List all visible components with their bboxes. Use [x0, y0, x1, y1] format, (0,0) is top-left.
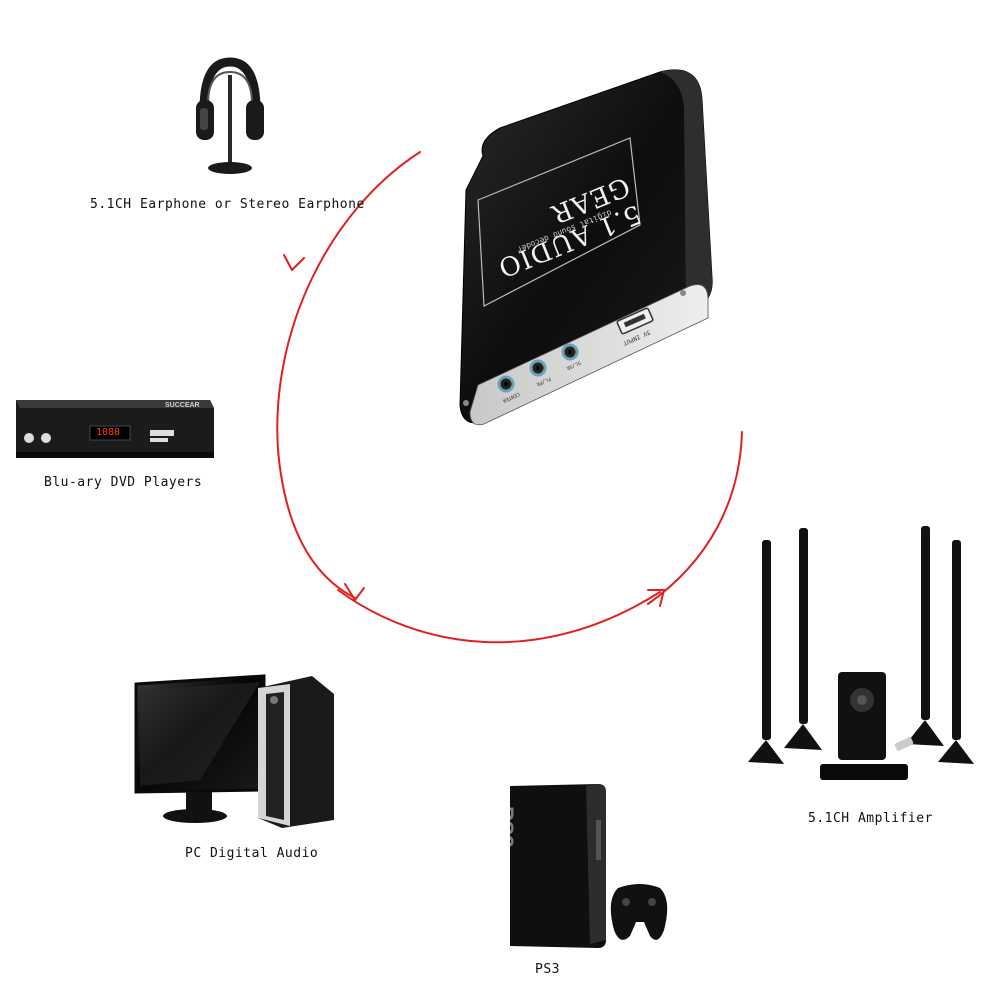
audio-gear-device — [459, 69, 713, 426]
audio-jacks — [497, 343, 579, 393]
flow-arrow-left — [276, 151, 421, 599]
label-amplifier: 5.1CH Amplifier — [808, 811, 933, 826]
dvd-display: 1088 — [96, 427, 121, 438]
speaker-system-icon — [748, 526, 974, 780]
flow-arrows — [276, 151, 743, 644]
label-ps3: PS3 — [535, 962, 560, 977]
dvd-brand: SUCCEAR — [165, 402, 200, 409]
pc-icon — [134, 674, 334, 828]
label-dvd: Blu-ary DVD Players — [44, 475, 203, 490]
ps3-brand: PS3 — [493, 806, 518, 848]
flow-arrow-right — [647, 431, 743, 605]
label-pc: PC Digital Audio — [185, 846, 319, 861]
label-earphone: 5.1CH Earphone or Stereo Earphone — [90, 197, 365, 212]
flow-arrow-bottom — [337, 589, 661, 644]
dvd-player-icon — [16, 400, 214, 458]
arrowhead-top — [283, 254, 305, 272]
ps3-icon — [510, 784, 668, 948]
arrowhead-bottom-left — [344, 583, 365, 602]
arrowhead-bottom-right — [647, 589, 666, 607]
headphones-icon — [196, 57, 264, 174]
